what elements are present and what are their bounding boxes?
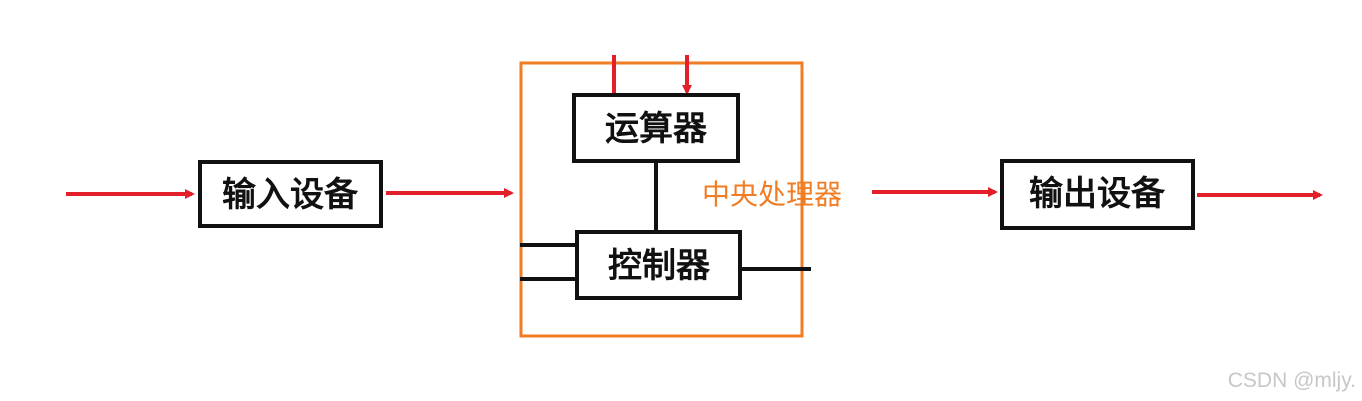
- alu-label: 运算器: [605, 109, 708, 149]
- cpu-frame: [519, 61, 804, 338]
- controller-box: [575, 230, 742, 300]
- input-device-label: 输入设备: [222, 175, 359, 215]
- alu-box: [572, 93, 740, 163]
- watermark: CSDN @mljy.: [1228, 369, 1356, 392]
- output-device-label: 输出设备: [1029, 174, 1166, 214]
- output-device-box: [1000, 159, 1195, 230]
- input-device-box: [198, 160, 383, 228]
- cpu-label: 中央处理器: [702, 178, 842, 211]
- controller-label: 控制器: [608, 246, 711, 286]
